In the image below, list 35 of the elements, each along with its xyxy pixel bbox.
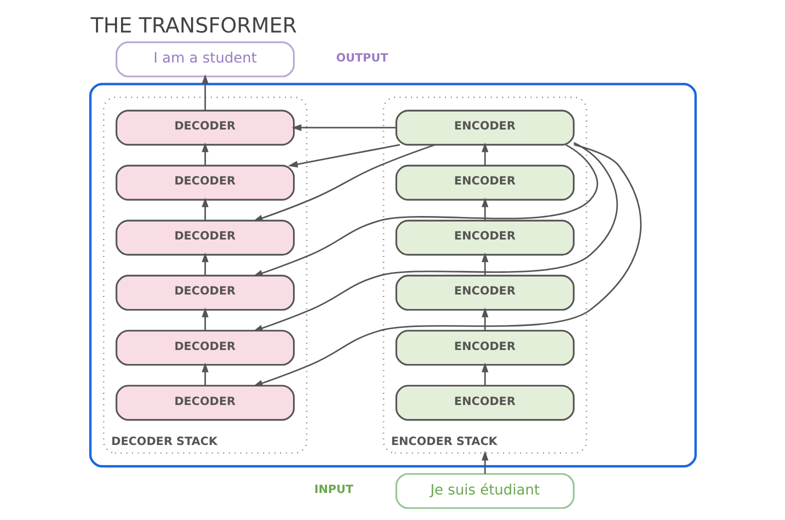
arrow [288, 144, 400, 168]
arrow [252, 142, 618, 332]
node-box: ENCODER [394, 220, 574, 256]
node-box: ENCODER [394, 384, 574, 421]
node-box: DECODER [115, 330, 294, 366]
node-box: I am a student [115, 41, 294, 78]
arrow [201, 362, 208, 386]
node-label: INPUT [314, 482, 353, 496]
arrow [201, 197, 208, 221]
node-box: ENCODER [394, 110, 574, 146]
node-box: DECODER [115, 164, 294, 201]
arrow [481, 197, 488, 221]
arrow [481, 308, 488, 331]
node-box: Je suis étudiant [394, 473, 574, 509]
arrow [481, 142, 488, 166]
arrow [252, 144, 641, 386]
node-label: OUTPUT [336, 50, 388, 64]
node-box: ENCODER [394, 274, 574, 311]
node-box: ENCODER [394, 164, 574, 201]
node-box: ENCODER [394, 330, 574, 366]
arrow [252, 144, 435, 222]
node-box: DECODER [115, 110, 294, 146]
arrow [291, 124, 396, 132]
arrow [201, 142, 208, 166]
arrow [481, 362, 488, 386]
node-box: DECODER [115, 384, 294, 421]
arrow [481, 450, 488, 474]
diagram-title: THE TRANSFORMER [90, 13, 296, 38]
arrow [201, 74, 208, 110]
arrow [252, 144, 598, 276]
arrow [481, 252, 488, 276]
node-box: DECODER [115, 274, 294, 311]
arrow [201, 252, 208, 276]
node-box: DECODER [115, 220, 294, 256]
arrow [201, 308, 208, 331]
